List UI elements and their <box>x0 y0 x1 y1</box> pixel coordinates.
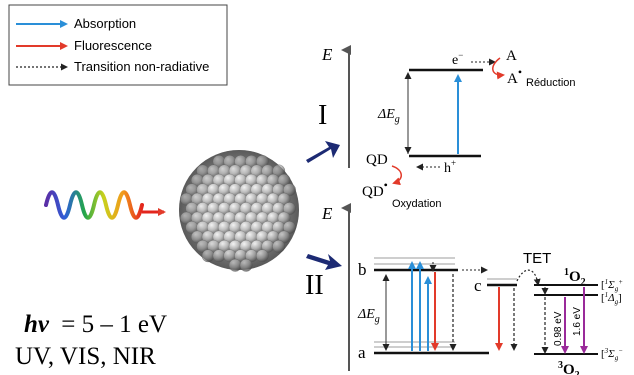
panel-I-reduction-arrow <box>492 57 505 80</box>
panel-I: E I ΔEg e− A A• Réduction h+ QD QD• Oxyd… <box>318 45 576 210</box>
panel-II-label-a: a <box>358 343 366 362</box>
panel-I-donor-oxidized: QD• <box>362 178 388 200</box>
panel-I-electron: e− <box>452 50 463 68</box>
panel-I-gap-label: ΔEg <box>377 107 400 125</box>
cluster-shading <box>179 150 299 270</box>
excitation-hv: hν <box>24 311 50 338</box>
panel-I-oxidation-label: Oxydation <box>392 198 442 210</box>
panel-II-label-c: c <box>474 276 482 295</box>
panel-I-acceptor-reduced: A• <box>507 65 522 87</box>
panel-II-label-b: b <box>358 260 367 279</box>
panel-II-state-sigma-minus: [3Σg− <box>601 347 623 362</box>
panel-II-axis-label: E <box>321 204 333 223</box>
arrow-to-panel-I <box>306 141 340 163</box>
panel-I-roman: I <box>318 100 327 131</box>
panel-II-roman: II <box>305 270 324 301</box>
excitation-bands: UV, VIS, NIR <box>15 343 156 370</box>
excitation-range: = 5 – 1 eV <box>61 311 167 338</box>
panel-I-axis-label: E <box>321 45 333 64</box>
light-wave <box>44 190 144 220</box>
panel-I-reduction-label: Réduction <box>526 77 576 89</box>
panel-II-state-delta: [1Δg] <box>601 291 622 306</box>
excitation-energy: hν = 5 – 1 eV <box>24 311 167 338</box>
legend: Absorption Fluorescence Transition non-r… <box>8 4 228 86</box>
panel-I-donor: QD <box>366 152 388 168</box>
panel-I-hole: h+ <box>444 158 456 176</box>
panel-II: E II b a ΔEg c TET 1O2 <box>305 203 623 375</box>
arrow-to-panel-II <box>306 254 342 270</box>
panel-II-tet-arrow <box>516 269 541 286</box>
panel-II-energy-2: 1.6 eV <box>572 307 583 336</box>
panel-I-acceptor: A <box>506 48 517 64</box>
legend-absorption-label: Absorption <box>74 16 136 31</box>
panel-II-energy-1: 0.98 eV <box>553 311 564 346</box>
panel-II-triplet-oxygen: 3O2 <box>558 360 580 375</box>
panel-II-tet-label: TET <box>523 250 551 267</box>
legend-fluorescence-label: Fluorescence <box>74 38 152 53</box>
legend-nonradiative-label: Transition non-radiative <box>74 59 209 74</box>
panel-II-gap-label: ΔEg <box>357 307 380 325</box>
quantum-dot-cluster <box>179 150 299 272</box>
panel-I-oxidation-arrow <box>391 165 402 186</box>
panel-II-state-sigma-plus: [1Σg+ <box>601 278 623 293</box>
panel-II-singlet-oxygen: 1O2 <box>564 267 586 288</box>
